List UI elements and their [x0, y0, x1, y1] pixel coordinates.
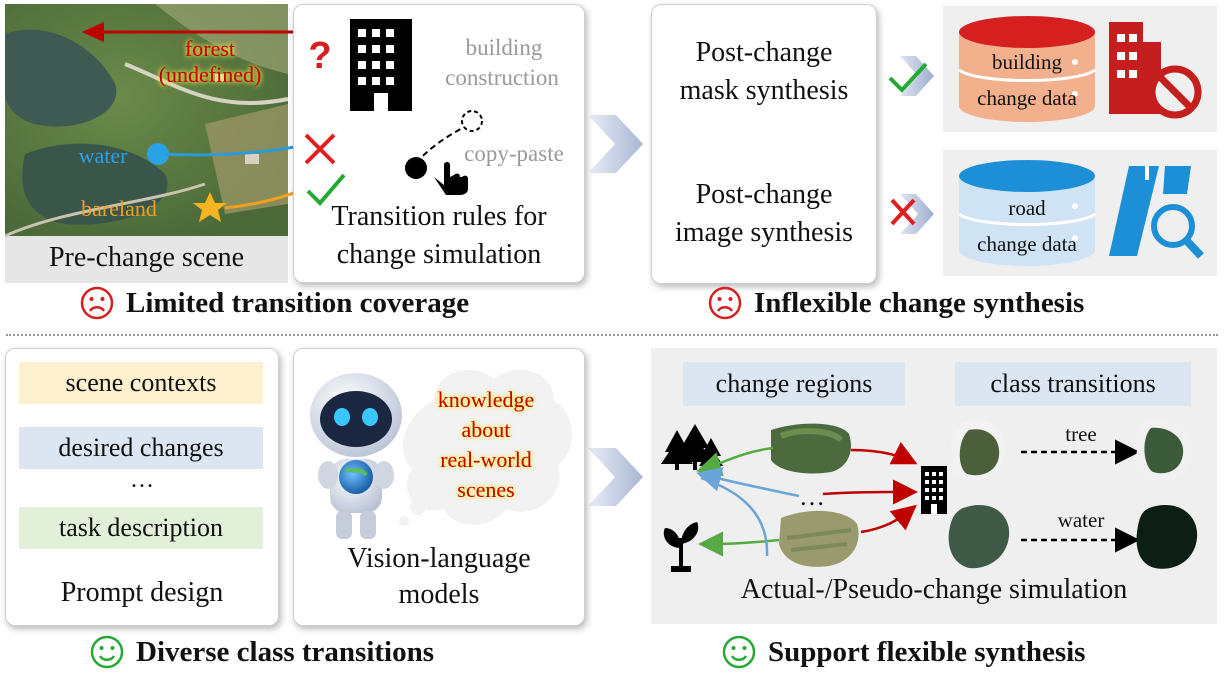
limited-coverage-title: Limited transition coverage [126, 286, 470, 319]
cross-icon [890, 198, 916, 226]
building-change-data-panel: building change data [943, 6, 1217, 132]
cross-icon [304, 133, 336, 165]
sad-face-icon [80, 286, 114, 320]
vlm-caption-1: Vision-language [347, 543, 531, 574]
diverse-transitions-title-row: Diverse class transitions [90, 635, 434, 669]
prompt-item-scene-contexts: scene contexts [19, 362, 263, 404]
class-transitions-label: class transitions [955, 362, 1191, 406]
water-transition-label: water [1057, 508, 1105, 532]
building-db-label-1: building [991, 50, 1062, 74]
prompt-design-caption: Prompt design [60, 577, 224, 608]
dot-icon [405, 157, 427, 179]
image-synthesis-line-2: image synthesis [674, 217, 854, 248]
transition-rules-card: ? building construction copy-paste Trans… [293, 4, 585, 283]
bareland-label: bareland [81, 196, 157, 221]
mask-synthesis-line-1: Post-change [695, 37, 833, 68]
building-database-icon [958, 16, 1096, 122]
hand-pointer-icon [434, 162, 468, 195]
thought-cloud [399, 369, 572, 526]
sprout-icon [663, 522, 699, 572]
section-divider [6, 334, 1218, 336]
forest-sub-label: (undefined) [158, 62, 262, 87]
rules-caption-1: Transition rules for [331, 201, 547, 232]
copy-paste-icons [304, 110, 483, 206]
star-icon [193, 192, 227, 222]
flexible-synthesis-title: Support flexible synthesis [768, 635, 1086, 668]
prompt-design-card: scene contexts desired changes … task de… [5, 348, 279, 626]
inflexible-synthesis-title: Inflexible change synthesis [754, 286, 1085, 319]
prompt-item-desired-changes: desired changes [19, 427, 263, 469]
building-icon [350, 19, 412, 111]
road-database-icon [958, 160, 1096, 266]
water-label: water [78, 143, 128, 168]
inflexible-synthesis-title-row: Inflexible change synthesis [708, 286, 1084, 320]
prompt-item-task-description: task description [19, 507, 263, 549]
knowledge-line-3: real-world [440, 447, 532, 472]
building-icon [921, 466, 947, 514]
tree-transition-label: tree [1065, 422, 1097, 446]
simulation-caption: Actual-/Pseudo-change simulation [740, 574, 1128, 605]
check-icon [888, 62, 928, 93]
trees-icon [661, 424, 723, 470]
check-icon [306, 173, 346, 206]
vlm-card: knowledge about real-world scenes Vision… [293, 348, 585, 626]
knowledge-line-2: about [461, 417, 511, 442]
simulation-panel: change regions class transitions [651, 348, 1217, 624]
knowledge-line-1: knowledge [437, 387, 535, 412]
prompt-ellipsis: … [130, 467, 154, 493]
regions-ellipsis: … [799, 482, 825, 511]
happy-face-icon [90, 635, 124, 669]
cross-arrow [890, 194, 934, 234]
forest-label: forest [184, 36, 236, 61]
change-regions-label: change regions [683, 362, 905, 406]
rules-caption-2: change simulation [336, 239, 542, 270]
sad-face-icon [708, 286, 742, 320]
check-arrow [888, 56, 934, 96]
copy-paste-label: copy-paste [464, 141, 564, 166]
question-mark: ? [308, 35, 332, 77]
flexible-synthesis-title-row: Support flexible synthesis [722, 635, 1085, 669]
image-synthesis-line-1: Post-change [695, 179, 833, 210]
building-rule-label-1: building [465, 35, 543, 60]
pre-change-scene-image: Pre-change scene [4, 4, 289, 283]
mask-synthesis-line-2: mask synthesis [679, 75, 849, 106]
robot-icon [310, 373, 402, 539]
road-db-label-2: change data [977, 232, 1077, 256]
right-chevron-arrow-bottom [588, 448, 643, 506]
happy-face-icon [722, 635, 756, 669]
diverse-transitions-title: Diverse class transitions [136, 635, 435, 668]
limited-coverage-title-row: Limited transition coverage [80, 286, 469, 320]
knowledge-line-4: scenes [457, 477, 515, 502]
road-search-icon [1109, 166, 1204, 259]
road-change-data-panel: road change data [943, 150, 1217, 276]
building-rule-label-2: construction [445, 65, 559, 90]
right-chevron-arrow-top [588, 115, 643, 173]
road-db-label-1: road [1008, 196, 1046, 220]
vlm-caption-2: models [398, 579, 480, 610]
post-change-synthesis-card: Post-change mask synthesis Post-change i… [651, 4, 877, 284]
satellite-image [4, 4, 289, 238]
change-regions-diagram [661, 419, 1198, 572]
scene-caption: Pre-change scene [48, 242, 245, 273]
building-blocked-icon [1109, 22, 1202, 119]
building-db-label-2: change data [977, 86, 1077, 110]
